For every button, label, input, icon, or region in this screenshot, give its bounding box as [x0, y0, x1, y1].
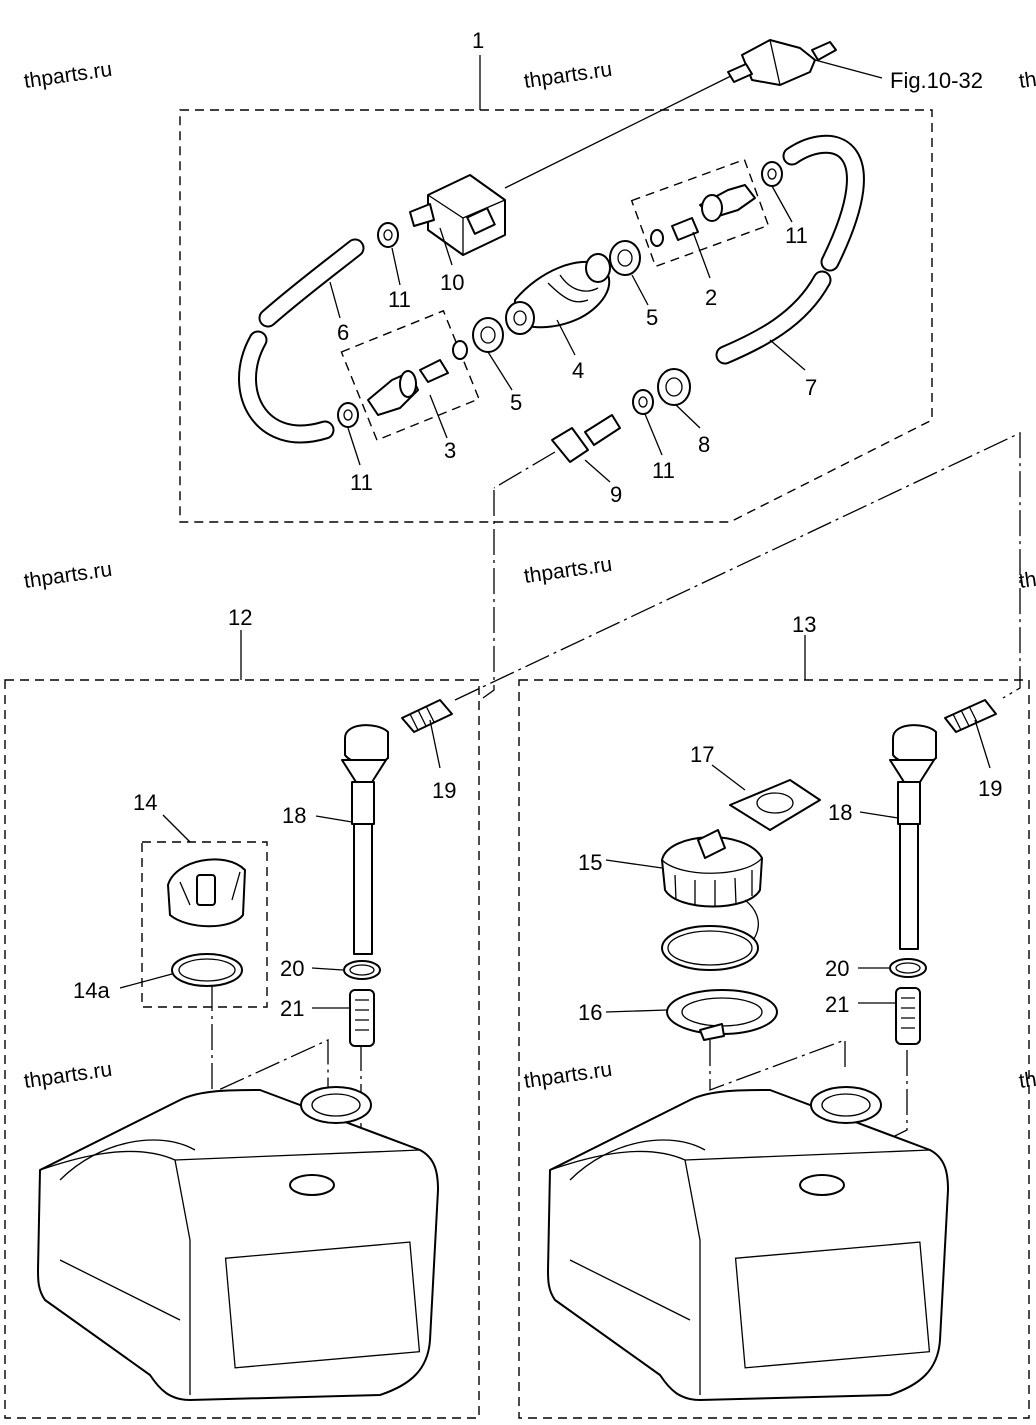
- part-2-connector: [650, 184, 756, 247]
- callout: 20: [280, 956, 304, 981]
- part-20-o-ring: [889, 958, 927, 978]
- watermark: thparts.ru: [22, 1058, 113, 1093]
- tank-13-box: [518, 679, 1030, 1419]
- watermark: thparts.ru: [522, 553, 613, 588]
- callout: 11: [350, 470, 373, 495]
- callout: 3: [444, 438, 456, 463]
- part-5-sleeve: [609, 240, 641, 276]
- callout: 5: [510, 390, 522, 415]
- callout: 21: [280, 996, 304, 1021]
- part-11-clamp: [632, 389, 654, 415]
- part-8-sleeve: [657, 368, 691, 406]
- center-line: [493, 451, 556, 489]
- fuel-tank-13: [547, 1086, 949, 1401]
- callout: 19: [432, 778, 456, 803]
- part-18-pickup-tube: [889, 724, 937, 950]
- leader-line: [814, 59, 883, 79]
- callout: 14a: [73, 978, 110, 1003]
- fuel-tank-12: [37, 1086, 439, 1401]
- callout: 5: [646, 305, 658, 330]
- callout: 21: [825, 992, 849, 1017]
- leader-lines: [119, 55, 991, 1013]
- callout: 18: [828, 800, 852, 825]
- part-15-fuel-cap: [661, 829, 763, 951]
- part-17-label: [729, 779, 821, 831]
- callout: 8: [698, 432, 710, 457]
- callout: 1: [472, 28, 484, 53]
- tank-12-box: [4, 679, 480, 1419]
- hose-assembly-box: [179, 109, 933, 523]
- callout: 11: [785, 223, 808, 248]
- part-9-joint: [551, 414, 621, 463]
- center-line: [709, 1039, 846, 1091]
- part-11-clamp: [337, 402, 359, 428]
- watermark: th: [1017, 1068, 1036, 1093]
- callout: 15: [578, 850, 602, 875]
- callout: 9: [610, 482, 622, 507]
- part-19-connector: [401, 699, 453, 733]
- callout: 6: [337, 320, 349, 345]
- callout: 16: [578, 1000, 602, 1025]
- part-10-connector-block: [409, 174, 506, 256]
- callout: 7: [805, 375, 817, 400]
- part-16-retainer: [666, 989, 778, 1041]
- center-line: [211, 985, 329, 1095]
- hose-6: [238, 238, 365, 444]
- part-18-pickup-tube: [341, 724, 389, 955]
- engine-side-connector: [727, 39, 837, 86]
- callout: 11: [652, 458, 675, 483]
- part-19-connector: [944, 699, 997, 733]
- watermarks: thparts.ru thparts.ru thparts.ru thparts…: [22, 58, 1036, 1093]
- hose-7: [715, 134, 865, 365]
- part-14-cap: [167, 858, 246, 928]
- part-14a-o-ring: [171, 953, 243, 987]
- part-21-filter: [349, 989, 375, 1047]
- callout: 20: [825, 956, 849, 981]
- watermark: th: [1017, 68, 1036, 93]
- watermark: thparts.ru: [522, 58, 613, 93]
- callout: 18: [282, 803, 306, 828]
- part-15-gasket: [661, 925, 759, 971]
- center-line: [482, 490, 495, 699]
- part-21-filter: [895, 987, 921, 1045]
- callout: 13: [792, 612, 816, 637]
- watermark: thparts.ru: [22, 558, 113, 593]
- center-line: [454, 431, 1021, 701]
- callout: 19: [978, 776, 1002, 801]
- part-20-o-ring: [343, 960, 381, 980]
- watermark: thparts.ru: [22, 58, 113, 93]
- callout: 17: [690, 742, 714, 767]
- part-11-clamp: [377, 222, 399, 248]
- callout: 14: [133, 790, 157, 815]
- part-11-clamp: [761, 161, 783, 187]
- figure-reference: Fig.10-32: [890, 68, 983, 93]
- callout: 2: [705, 285, 717, 310]
- callouts: 1 2 3 4 5 5 6 7 8 9 10 11 11 11 11 12 13…: [73, 28, 1002, 1025]
- callout: 10: [440, 270, 464, 295]
- cap-14-box: [141, 841, 268, 1008]
- part-5-sleeve: [472, 317, 504, 353]
- part-3-connector: [367, 340, 468, 416]
- callout: 4: [572, 358, 584, 383]
- watermark: th: [1017, 568, 1036, 593]
- callout: 11: [388, 287, 411, 312]
- watermark: thparts.ru: [522, 1058, 613, 1093]
- callout: 12: [228, 605, 252, 630]
- part-4-primer-bulb: [505, 253, 611, 335]
- center-line: [504, 69, 744, 189]
